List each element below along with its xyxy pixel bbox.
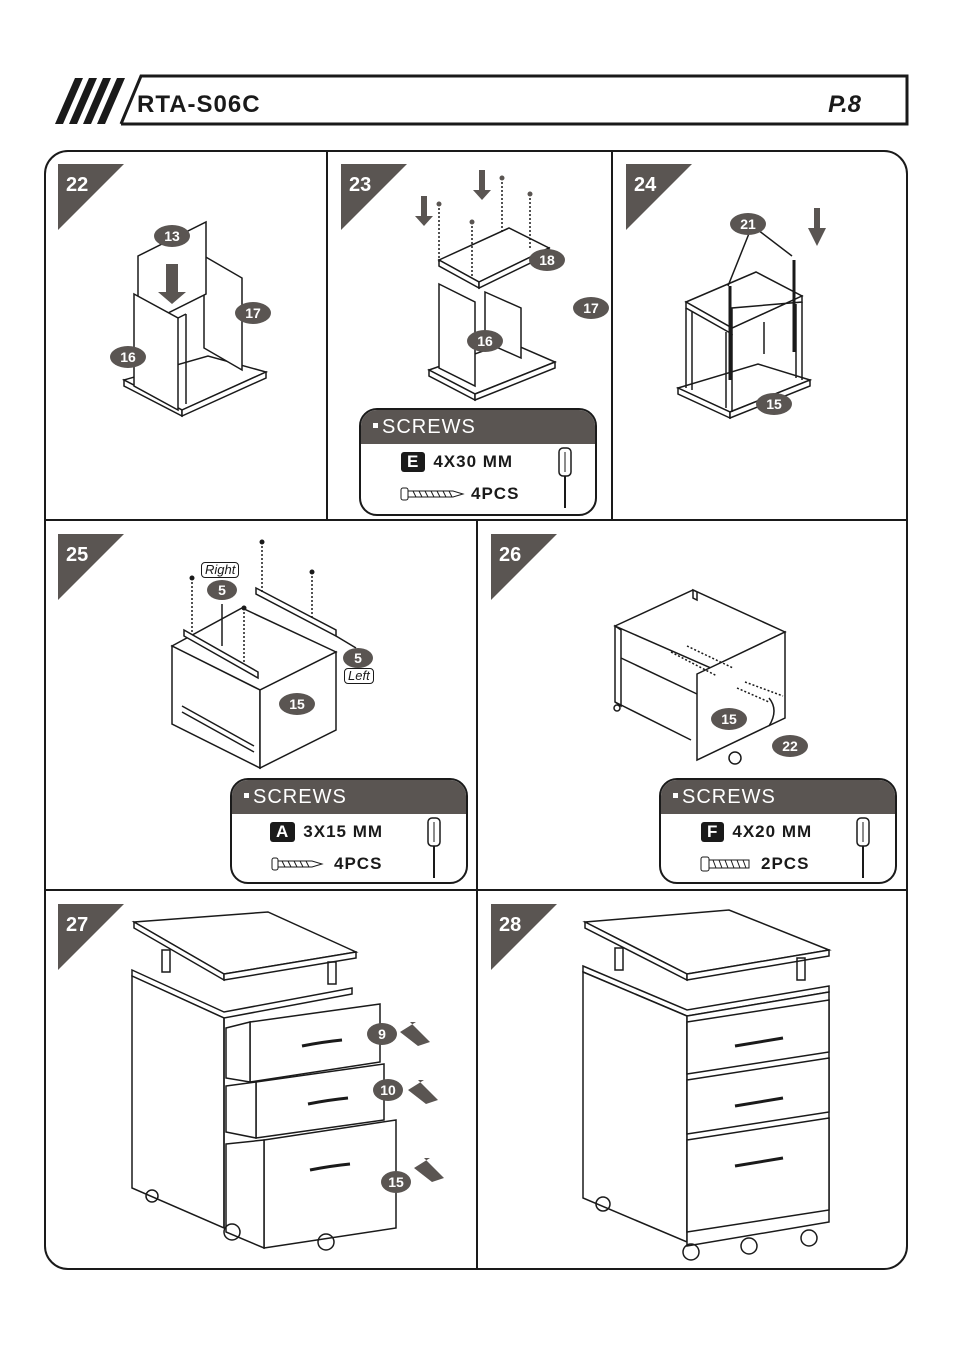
part-tag-15: 15: [279, 693, 315, 715]
step-number: 24: [634, 174, 657, 196]
screws-box-f: SCREWS F 4X20 MM 2PCS: [659, 778, 897, 884]
step-27-panel: 27: [46, 892, 479, 1270]
model-number: RTA-S06C: [137, 91, 261, 118]
part-tags: 13 17 16: [110, 225, 271, 368]
svg-text:21: 21: [740, 216, 756, 232]
screw-qty: 2PCS: [761, 854, 810, 873]
screwdriver-icon: [558, 447, 572, 508]
part-tag-17: 17: [235, 302, 271, 324]
step-28-illustration: [582, 909, 832, 1261]
screw-spec: F 4X20 MM: [701, 822, 812, 842]
step-25-illustration: [170, 539, 357, 770]
screw-code-badge: E: [401, 452, 426, 472]
part-tag-18: 18: [529, 249, 565, 271]
step-24-panel: 24: [614, 152, 910, 522]
screwdriver-icon: [427, 817, 441, 878]
screws-box-title: SCREWS: [661, 780, 895, 814]
step-28-panel: 28: [479, 892, 910, 1270]
part-tag-5-left: 5: [343, 648, 373, 668]
panel-dividers: [44, 150, 908, 1270]
step-number: 25: [66, 544, 89, 566]
svg-text:17: 17: [583, 300, 599, 316]
screws-box-a: SCREWS A 3X15 MM 4PCS: [230, 778, 468, 884]
screw-icon: [700, 856, 750, 872]
part-tag-17: 17: [573, 297, 609, 319]
screws-box-title: SCREWS: [361, 410, 595, 444]
svg-text:13: 13: [164, 228, 180, 244]
step-flag: 26: [491, 534, 559, 602]
step-number: 26: [499, 544, 522, 566]
screw-icon: [400, 487, 465, 501]
part-tag-22: 22: [772, 735, 808, 757]
part-tag-16: 16: [467, 330, 503, 352]
part-tag-13: 13: [154, 225, 190, 247]
step-26-panel: 26 15 22: [479, 522, 910, 892]
screw-code-badge: A: [270, 822, 296, 842]
part-tag-16: 16: [110, 346, 146, 368]
screw-code-badge: F: [701, 822, 725, 842]
part-tags: 18 17 16: [467, 249, 609, 352]
part-tags: 5 5 15: [207, 580, 373, 715]
svg-text:5: 5: [354, 650, 362, 666]
part-tags: 9 10 15: [367, 1023, 411, 1193]
part-tag-21: 21: [730, 213, 766, 235]
step-number: 23: [349, 174, 372, 196]
step-23-panel: 23: [329, 152, 614, 522]
page-number: P.8: [828, 91, 861, 118]
svg-text:5: 5: [218, 582, 226, 598]
svg-text:15: 15: [766, 396, 782, 412]
svg-text:15: 15: [289, 696, 305, 712]
part-tag-15: 15: [756, 393, 792, 415]
step-27-illustration: [131, 911, 444, 1251]
step-flag: 23: [341, 164, 409, 232]
step-flag: 27: [58, 904, 126, 972]
screw-qty: 4PCS: [471, 484, 520, 503]
step-number: 22: [66, 174, 89, 196]
part-tag-10: 10: [373, 1079, 403, 1101]
screw-size: 4X20 MM: [732, 822, 813, 841]
svg-text:16: 16: [477, 333, 493, 349]
part-tags: 15 22: [711, 708, 808, 757]
svg-text:15: 15: [721, 711, 737, 727]
left-label: Left: [344, 668, 374, 684]
step-23-illustration: [415, 170, 557, 402]
screw-size: 3X15 MM: [303, 822, 384, 841]
svg-text:22: 22: [782, 738, 798, 754]
screw-spec: A 3X15 MM: [270, 822, 383, 842]
screwdriver-icon: [856, 817, 870, 878]
step-number: 27: [66, 914, 89, 936]
svg-text:9: 9: [378, 1026, 386, 1042]
step-24-illustration: [675, 208, 826, 420]
screws-box-e: SCREWS E 4X30 MM 4PCS: [359, 408, 597, 516]
step-flag: 22: [58, 164, 126, 232]
svg-text:18: 18: [539, 252, 555, 268]
screw-spec: E 4X30 MM: [401, 452, 513, 472]
part-tag-5-right: 5: [207, 580, 237, 600]
instruction-frame: 22 13 17 16: [44, 150, 908, 1270]
part-tags: 21 15: [730, 213, 792, 415]
step-25-panel: 25 Right Left: [46, 522, 479, 892]
svg-text:15: 15: [388, 1174, 404, 1190]
screw-size: 4X30 MM: [433, 452, 514, 471]
header-frame: [55, 74, 909, 126]
step-22-illustration: [121, 220, 269, 418]
step-flag: 24: [626, 164, 694, 232]
page-header: RTA-S06C P.8: [45, 74, 909, 128]
screws-box-title: SCREWS: [232, 780, 466, 814]
step-number: 28: [499, 914, 522, 936]
screw-icon: [271, 857, 324, 871]
svg-text:16: 16: [120, 349, 136, 365]
step-flag: 28: [491, 904, 559, 972]
right-label: Right: [201, 562, 240, 578]
svg-text:10: 10: [380, 1082, 396, 1098]
part-tag-15: 15: [711, 708, 747, 730]
screw-qty: 4PCS: [334, 854, 383, 873]
part-tag-15: 15: [381, 1171, 411, 1193]
part-tag-9: 9: [367, 1023, 397, 1045]
step-22-panel: 22 13 17 16: [46, 152, 329, 522]
step-flag: 25: [58, 534, 126, 602]
svg-text:17: 17: [245, 305, 261, 321]
